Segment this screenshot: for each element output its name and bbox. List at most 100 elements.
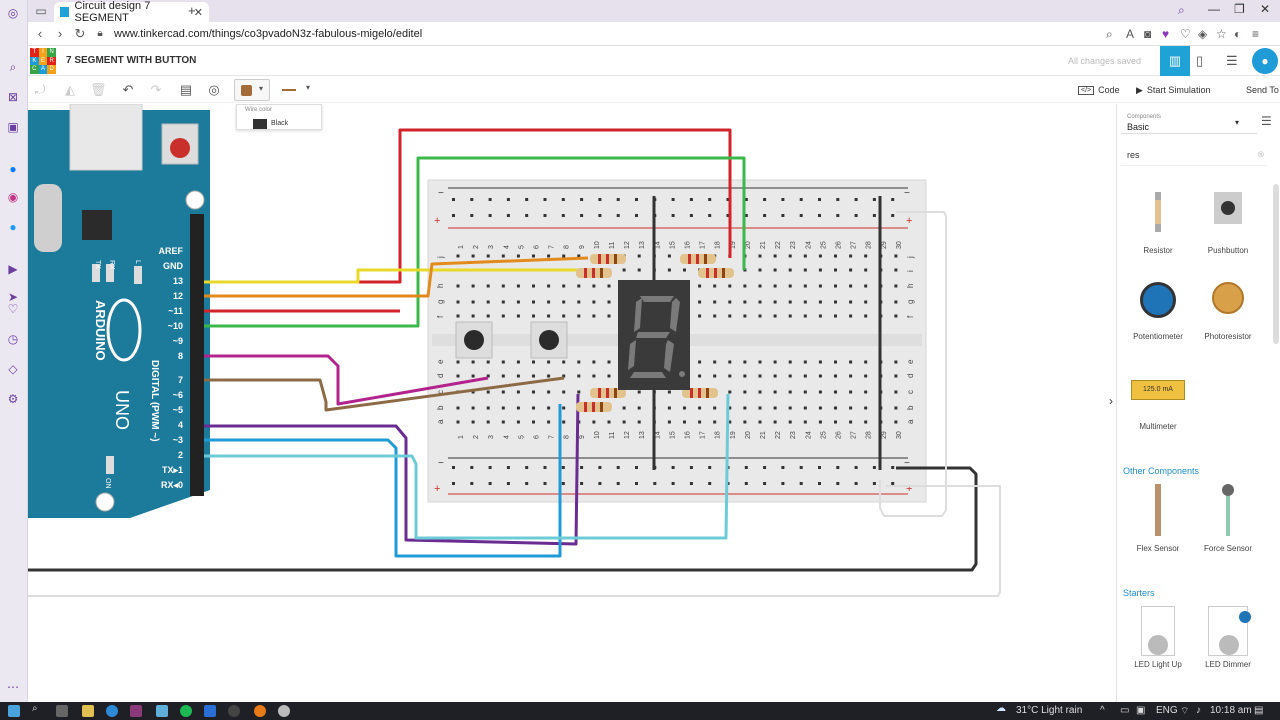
search-input[interactable]: res [1127, 150, 1140, 160]
resistor[interactable] [682, 388, 718, 398]
wire-orange[interactable] [204, 256, 589, 298]
wire-black[interactable] [28, 466, 978, 572]
tinkercad-logo[interactable]: T I N K E R C A D [30, 48, 56, 74]
redo-icon[interactable]: ↷ [150, 82, 162, 97]
refresh-icon[interactable]: ↻ [74, 25, 86, 41]
clock[interactable]: 10:18 am [1210, 705, 1252, 716]
new-tab-icon[interactable]: + [188, 3, 196, 18]
starter-led-dimmer[interactable]: LED Dimmer [1193, 606, 1263, 669]
minimize-icon[interactable]: — [1208, 2, 1220, 16]
start-simulation-button[interactable]: ▶ Start Simulation [1136, 79, 1234, 101]
annotate-icon[interactable]: ◎ [208, 82, 220, 97]
close-tab-icon[interactable]: ✕ [193, 6, 203, 19]
box-icon[interactable]: ◇ [8, 362, 18, 376]
volume-icon[interactable]: ♪ [1196, 705, 1201, 716]
file-explorer-icon[interactable] [82, 705, 94, 717]
wire-yellow[interactable] [204, 268, 584, 284]
avatar[interactable]: ● [1252, 48, 1278, 74]
history-icon[interactable]: ◷ [7, 332, 19, 346]
wire-magenta[interactable] [204, 354, 489, 406]
twitter-icon[interactable]: ● [9, 220, 17, 234]
black-swatch[interactable] [253, 119, 267, 129]
resistors[interactable] [576, 254, 734, 412]
delete-icon[interactable]: 🗑︎ [90, 82, 107, 97]
instagram-icon[interactable]: ◉ [7, 190, 19, 204]
windows-start-icon[interactable] [8, 705, 20, 717]
close-window-icon[interactable]: ✕ [1260, 2, 1271, 16]
edge-taskbar-icon[interactable] [106, 705, 118, 717]
notifications-icon[interactable]: ▤ [1254, 705, 1264, 716]
arduino-board[interactable]: TX RX L ON ARDUINO UNO DIGITAL (PWM ~) A… [28, 104, 210, 518]
component-potentiometer[interactable]: Potentiometer [1123, 282, 1193, 341]
collections-icon[interactable]: ◈ [1198, 27, 1208, 41]
circuit-view-button[interactable]: ▥ [1160, 46, 1190, 76]
app-taskbar-icon[interactable] [228, 705, 240, 717]
wire-type-picker[interactable]: ▾ [278, 79, 314, 101]
send-icon[interactable]: ➤ [7, 290, 19, 304]
tab-circuit-design[interactable]: Circuit design 7 SEGMENT ✕ [54, 0, 209, 24]
app-taskbar-icon[interactable] [204, 705, 216, 717]
tray-icon[interactable]: ▭ [1120, 705, 1130, 716]
back-icon[interactable]: ‹ [37, 26, 43, 41]
component-photoresistor[interactable]: Photoresistor [1193, 282, 1263, 341]
read-aloud-icon[interactable]: A [1126, 27, 1135, 41]
resistor[interactable] [576, 268, 612, 278]
spotify-icon[interactable] [180, 705, 192, 717]
tray-icon[interactable]: ▣ [1136, 705, 1146, 716]
wifi-icon[interactable]: ⌔ [1180, 706, 1190, 717]
language-indicator[interactable]: ENG [1156, 705, 1178, 716]
edge-logo-icon[interactable]: ◎ [7, 6, 19, 20]
other-components-heading[interactable]: Other Components [1123, 466, 1200, 476]
wire-lightblue[interactable] [204, 393, 730, 540]
messenger-icon[interactable]: ● [9, 162, 17, 176]
menu-icon[interactable]: ≡ [1252, 27, 1260, 41]
flip-icon[interactable]: ◭ [65, 82, 75, 97]
search-icon[interactable]: ⌕ [9, 60, 17, 74]
code-button[interactable]: </> Code [1078, 79, 1126, 101]
schematic-view-button[interactable]: ▯ [1196, 53, 1203, 69]
more-icon[interactable]: ⋯ [7, 680, 19, 694]
zoom-icon[interactable]: ⌕ [1106, 27, 1113, 41]
resistor[interactable] [680, 254, 716, 264]
send-to-button[interactable]: Send To [1246, 85, 1279, 95]
tray-arrow-icon[interactable]: ^ [1100, 705, 1105, 716]
wire-white-long[interactable] [28, 485, 1001, 597]
wires[interactable] [28, 128, 1001, 597]
circuit-canvas[interactable]: Wire color Black TX RX L ON ARDUINO UNO [28, 104, 1116, 702]
maximize-icon[interactable]: ❐ [1234, 2, 1245, 16]
resistor[interactable] [590, 388, 626, 398]
design-title[interactable]: 7 SEGMENT WITH BUTTON [66, 55, 197, 66]
notes-icon[interactable]: ▤ [179, 82, 193, 97]
collapse-panel-icon[interactable]: › [1109, 394, 1113, 408]
play-icon[interactable]: ▶ [8, 262, 18, 276]
extension-icon[interactable]: ♥ [1162, 27, 1170, 41]
wire-color-option[interactable]: Black [271, 120, 289, 127]
settings-icon[interactable]: ⚙ [7, 392, 19, 406]
panel-scrollbar[interactable] [1273, 184, 1279, 344]
component-flex-sensor[interactable]: Flex Sensor [1123, 484, 1193, 553]
resistor[interactable] [576, 402, 612, 412]
resistor[interactable] [698, 268, 734, 278]
app-taskbar-icon[interactable] [130, 705, 142, 717]
star-icon[interactable]: ☆ [1216, 27, 1227, 41]
wire-color-picker[interactable]: ▾ [234, 79, 270, 101]
camera-icon[interactable]: ◙ [1144, 27, 1152, 41]
wire-white[interactable] [879, 211, 947, 517]
rotate-icon[interactable]: ⤾ [34, 82, 46, 97]
wire-brown[interactable] [204, 376, 565, 412]
app-taskbar-icon[interactable] [254, 705, 266, 717]
search-icon[interactable]: ⌕ [32, 703, 38, 714]
component-force-sensor[interactable]: Force Sensor [1193, 484, 1263, 553]
forward-icon[interactable]: › [57, 26, 63, 41]
component-multimeter[interactable]: 125.0 mA Multimeter [1123, 380, 1193, 431]
search-field[interactable]: res ⊗ [1121, 146, 1267, 166]
clear-search-icon[interactable]: ⊗ [1257, 149, 1265, 159]
pushbutton[interactable] [530, 321, 568, 359]
search-tabs-icon[interactable]: ⌕ [1178, 3, 1185, 17]
undo-icon[interactable]: ↶ [122, 82, 134, 97]
favorite-icon[interactable]: ♡ [1180, 27, 1191, 41]
shopping-icon[interactable]: ⊠ [7, 90, 19, 104]
list-view-icon[interactable]: ☰ [1261, 114, 1272, 128]
reset-button[interactable] [170, 138, 190, 158]
weather-text[interactable]: 31°C Light rain [1016, 705, 1083, 716]
